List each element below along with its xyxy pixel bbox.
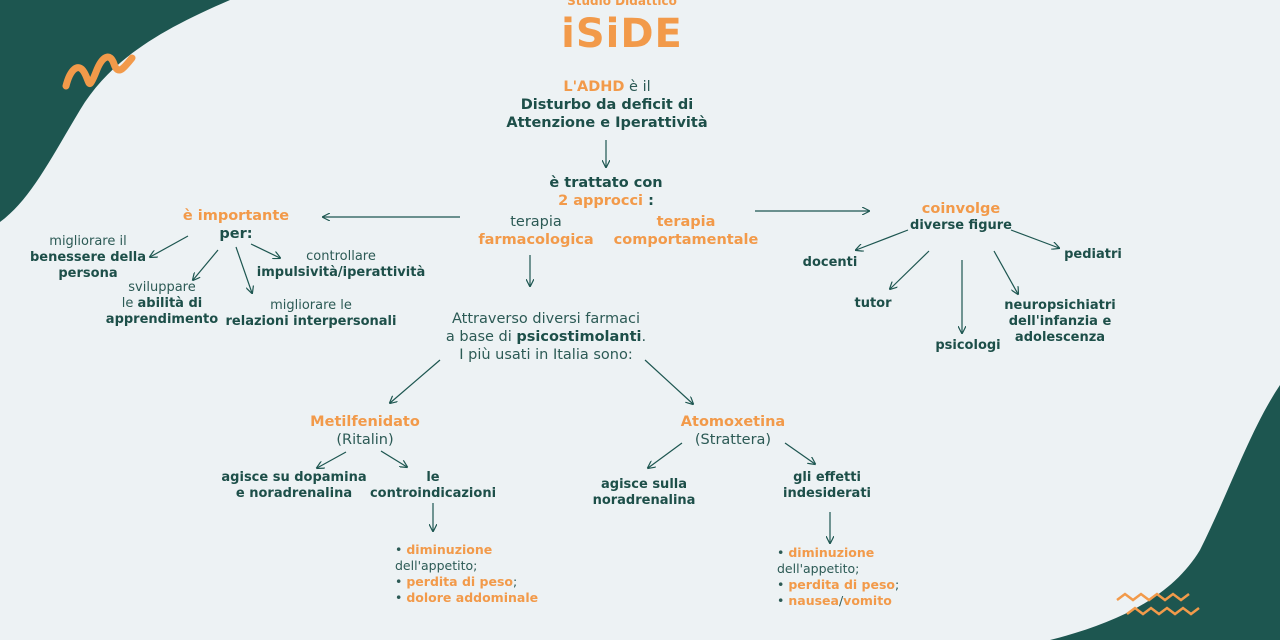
figure-neuropsichiatri: neuropsichiatri dell'infanzia e adolesce… (1004, 298, 1116, 345)
arrow-to-docenti (856, 229, 909, 250)
metil-brand: (Ritalin) (336, 432, 394, 448)
zigzag-bottom-right-1 (1116, 592, 1190, 602)
adhd-definition: L'ADHD è il Disturbo da deficit di Atten… (506, 78, 707, 132)
approach-behav-line1: terapia (656, 214, 716, 230)
involves-subtitle: diverse figure (910, 218, 1012, 233)
atom-name: Atomoxetina (680, 414, 786, 430)
arrow-atom-to-action (648, 442, 683, 468)
goal-relations: migliorare le relazioni interpersonali (225, 298, 397, 329)
arrow-to-goal4 (250, 243, 280, 258)
arrow-to-metil (390, 359, 441, 403)
arrow-to-neuro (993, 250, 1018, 294)
approach-pharma-line2: farmacologica (478, 232, 594, 248)
goal-learning: sviluppare le abilità di apprendimento (105, 280, 219, 327)
adhd-label: L'ADHD (563, 79, 625, 95)
list-item: • nausea/vomito (777, 593, 892, 608)
involves-node: coinvolge diverse figure (910, 200, 1012, 234)
list-item: • perdita di peso; (395, 574, 518, 589)
metil-contraindications: le controindicazioni (369, 470, 497, 501)
figure-pediatri: pediatri (1064, 247, 1122, 262)
arrow-atom-to-side (784, 442, 815, 464)
arrow-to-goal2 (193, 249, 219, 280)
logo: iSiDE (561, 11, 683, 57)
adhd-line2: Disturbo da deficit di (520, 97, 694, 113)
drug-atomoxetina: Atomoxetina (Strattera) (681, 413, 785, 449)
atom-side-effects: gli effetti indesiderati (782, 470, 872, 501)
atom-action: agisce sulla noradrenalina (592, 477, 696, 508)
arrow-to-tutor (890, 250, 930, 289)
goal-impulsivity: controllare impulsività/iperattività (256, 249, 426, 280)
metil-name: Metilfenidato (310, 414, 420, 430)
approach-behav-line2: comportamentale (613, 232, 759, 248)
important-for: per: (219, 226, 253, 242)
metil-side-list: • diminuzione dell'appetito; • perdita d… (395, 542, 538, 606)
atom-brand: (Strattera) (694, 432, 772, 448)
arrow-to-atom (644, 359, 693, 404)
arrow-to-goal1 (150, 235, 189, 257)
drug-metilfenidato: Metilfenidato (Ritalin) (310, 413, 420, 449)
squiggle-top-left (62, 53, 136, 90)
arrow-to-goal3 (235, 246, 252, 293)
drugs-intro: Attraverso diversi farmaci a base di psi… (445, 311, 647, 363)
metil-action: agisce su dopamina e noradrenalina (221, 470, 367, 501)
figure-psicologi: psicologi (935, 338, 1001, 353)
list-item: • dolore addominale (395, 590, 539, 605)
approach-behavioral: terapia comportamentale (614, 213, 759, 249)
list-item: • diminuzione (777, 545, 875, 560)
adhd-is: è il (624, 79, 651, 95)
arrow-to-pediatri (1010, 229, 1059, 248)
list-item: • diminuzione (395, 542, 493, 557)
goal-wellbeing: migliorare il benessere della persona (29, 234, 147, 281)
zigzag-bottom-right-2 (1126, 606, 1200, 616)
list-item: dell'appetito; (777, 561, 860, 576)
list-item: dell'appetito; (395, 558, 478, 573)
approach-pharmacological: terapia farmacologica (478, 213, 593, 249)
treated-node: è trattato con 2 approcci : (549, 175, 663, 209)
approach-pharma-line1: terapia (510, 214, 562, 230)
treated-approaches: 2 approcci (558, 193, 644, 209)
arrow-metil-to-contra (380, 450, 407, 467)
involves-title: coinvolge (921, 201, 1001, 217)
bottom-right-blob (1050, 385, 1280, 640)
treated-line1: è trattato con (549, 175, 663, 191)
top-left-blob (0, 0, 230, 222)
figure-tutor: tutor (854, 296, 892, 311)
important-node: è importante per: (183, 207, 289, 243)
list-item: • perdita di peso; (777, 577, 900, 592)
logo-tagline: Studio Didattico (567, 0, 677, 8)
adhd-line3: Attenzione e Iperattività (506, 115, 708, 131)
important-title: è importante (182, 208, 290, 224)
atom-side-list: • diminuzione dell'appetito; • perdita d… (777, 545, 899, 609)
figure-docenti: docenti (802, 255, 858, 270)
arrow-metil-to-action (317, 451, 347, 468)
